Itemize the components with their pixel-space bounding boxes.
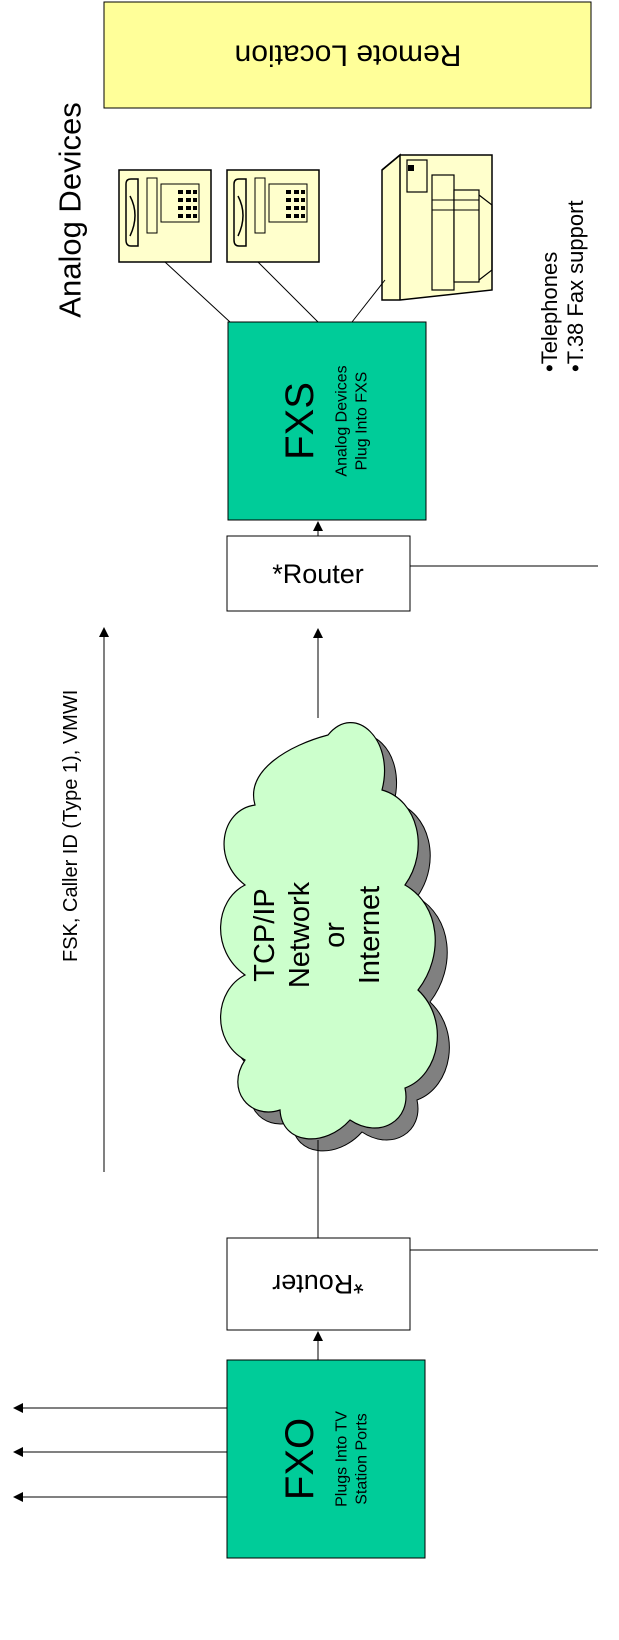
fxo-box (226, 1359, 426, 1559)
cloud-line-2: Network (284, 881, 316, 988)
feature-telephones: •Telephones (537, 252, 562, 372)
remote-location-box (103, 1, 592, 109)
fxs-line-2: Plug Into FXS (354, 372, 371, 471)
link-fxs-telephone-1 (164, 261, 231, 323)
fxo-line-2: Station Ports (354, 1413, 371, 1505)
cloud-line-4: Internet (354, 886, 386, 984)
fxo-title: FXO (278, 1418, 322, 1500)
remote-location-label: Remote Location (235, 39, 462, 72)
fxs-box (227, 321, 427, 521)
fax-machine-icon (381, 153, 493, 301)
cloud-line-1: TCP/IP (249, 888, 281, 981)
router-bottom (226, 1237, 411, 1331)
signal-label: FSK, Caller ID (Type 1), VMWI (60, 690, 82, 962)
analog-devices-heading: Analog Devices (53, 102, 88, 317)
feature-fax: •T.38 Fax support (563, 200, 588, 372)
router-bottom-label: *Router (272, 1269, 364, 1299)
fxs-title: FXS (278, 382, 322, 460)
network-cloud (220, 722, 450, 1152)
link-fxs-telephone-2 (257, 261, 319, 323)
telephone-icon-2 (226, 169, 320, 263)
cloud-line-3: or (319, 922, 351, 948)
link-fxs-fax (351, 279, 386, 323)
fxs-line-1: Analog Devices (334, 365, 351, 476)
telephone-icon-1 (118, 169, 212, 263)
router-top-label: *Router (272, 559, 364, 589)
fxo-line-1: Plugs Into TV (334, 1411, 351, 1507)
router-top (226, 535, 411, 612)
